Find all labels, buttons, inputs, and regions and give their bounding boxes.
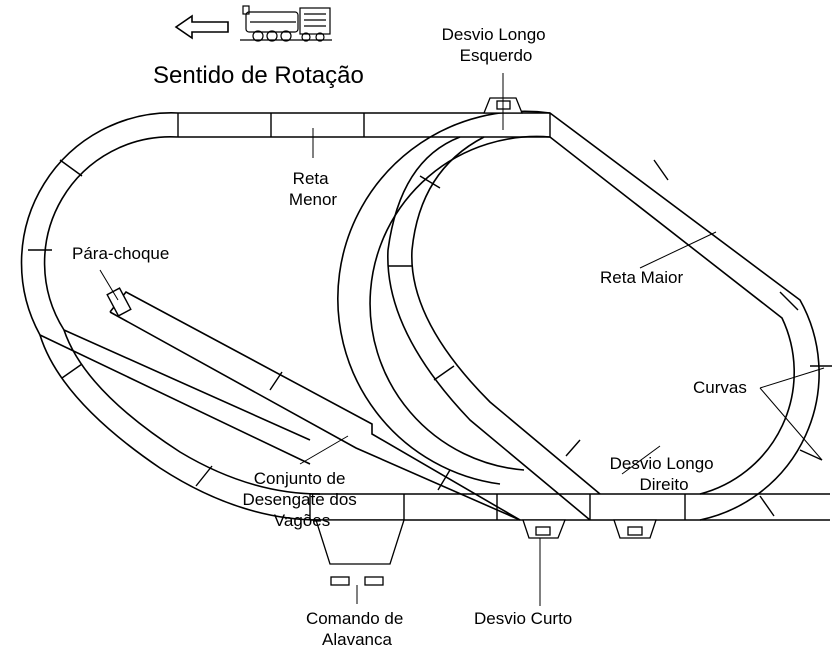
label-reta-maior: Reta Maior — [600, 268, 683, 287]
right-loop-track — [337, 110, 832, 521]
label-desvio-longo-direito: Desvio Longo Direito — [610, 454, 719, 494]
label-curvas: Curvas — [693, 378, 747, 397]
siding-track — [106, 287, 521, 521]
leader-lines — [99, 73, 825, 606]
left-arrow-icon — [174, 14, 229, 40]
label-conjunto-desengate: Conjunto de Desengate dos Vagões — [242, 469, 361, 530]
direction-header: Sentido de Rotação — [153, 5, 364, 89]
label-comando-alavanca: Comando de Alavanca — [306, 609, 408, 649]
switch-control-boxes — [315, 97, 657, 586]
label-desvio-curto: Desvio Curto — [474, 609, 572, 628]
comando-alavanca-box — [315, 519, 405, 565]
label-reta-menor: Reta Menor — [289, 169, 338, 209]
rotation-direction-title: Sentido de Rotação — [153, 62, 364, 89]
label-para-choque: Pára-choque — [72, 244, 169, 263]
steam-locomotive-icon — [240, 5, 332, 42]
label-desvio-longo-esquerdo: Desvio Longo Esquerdo — [442, 25, 551, 65]
